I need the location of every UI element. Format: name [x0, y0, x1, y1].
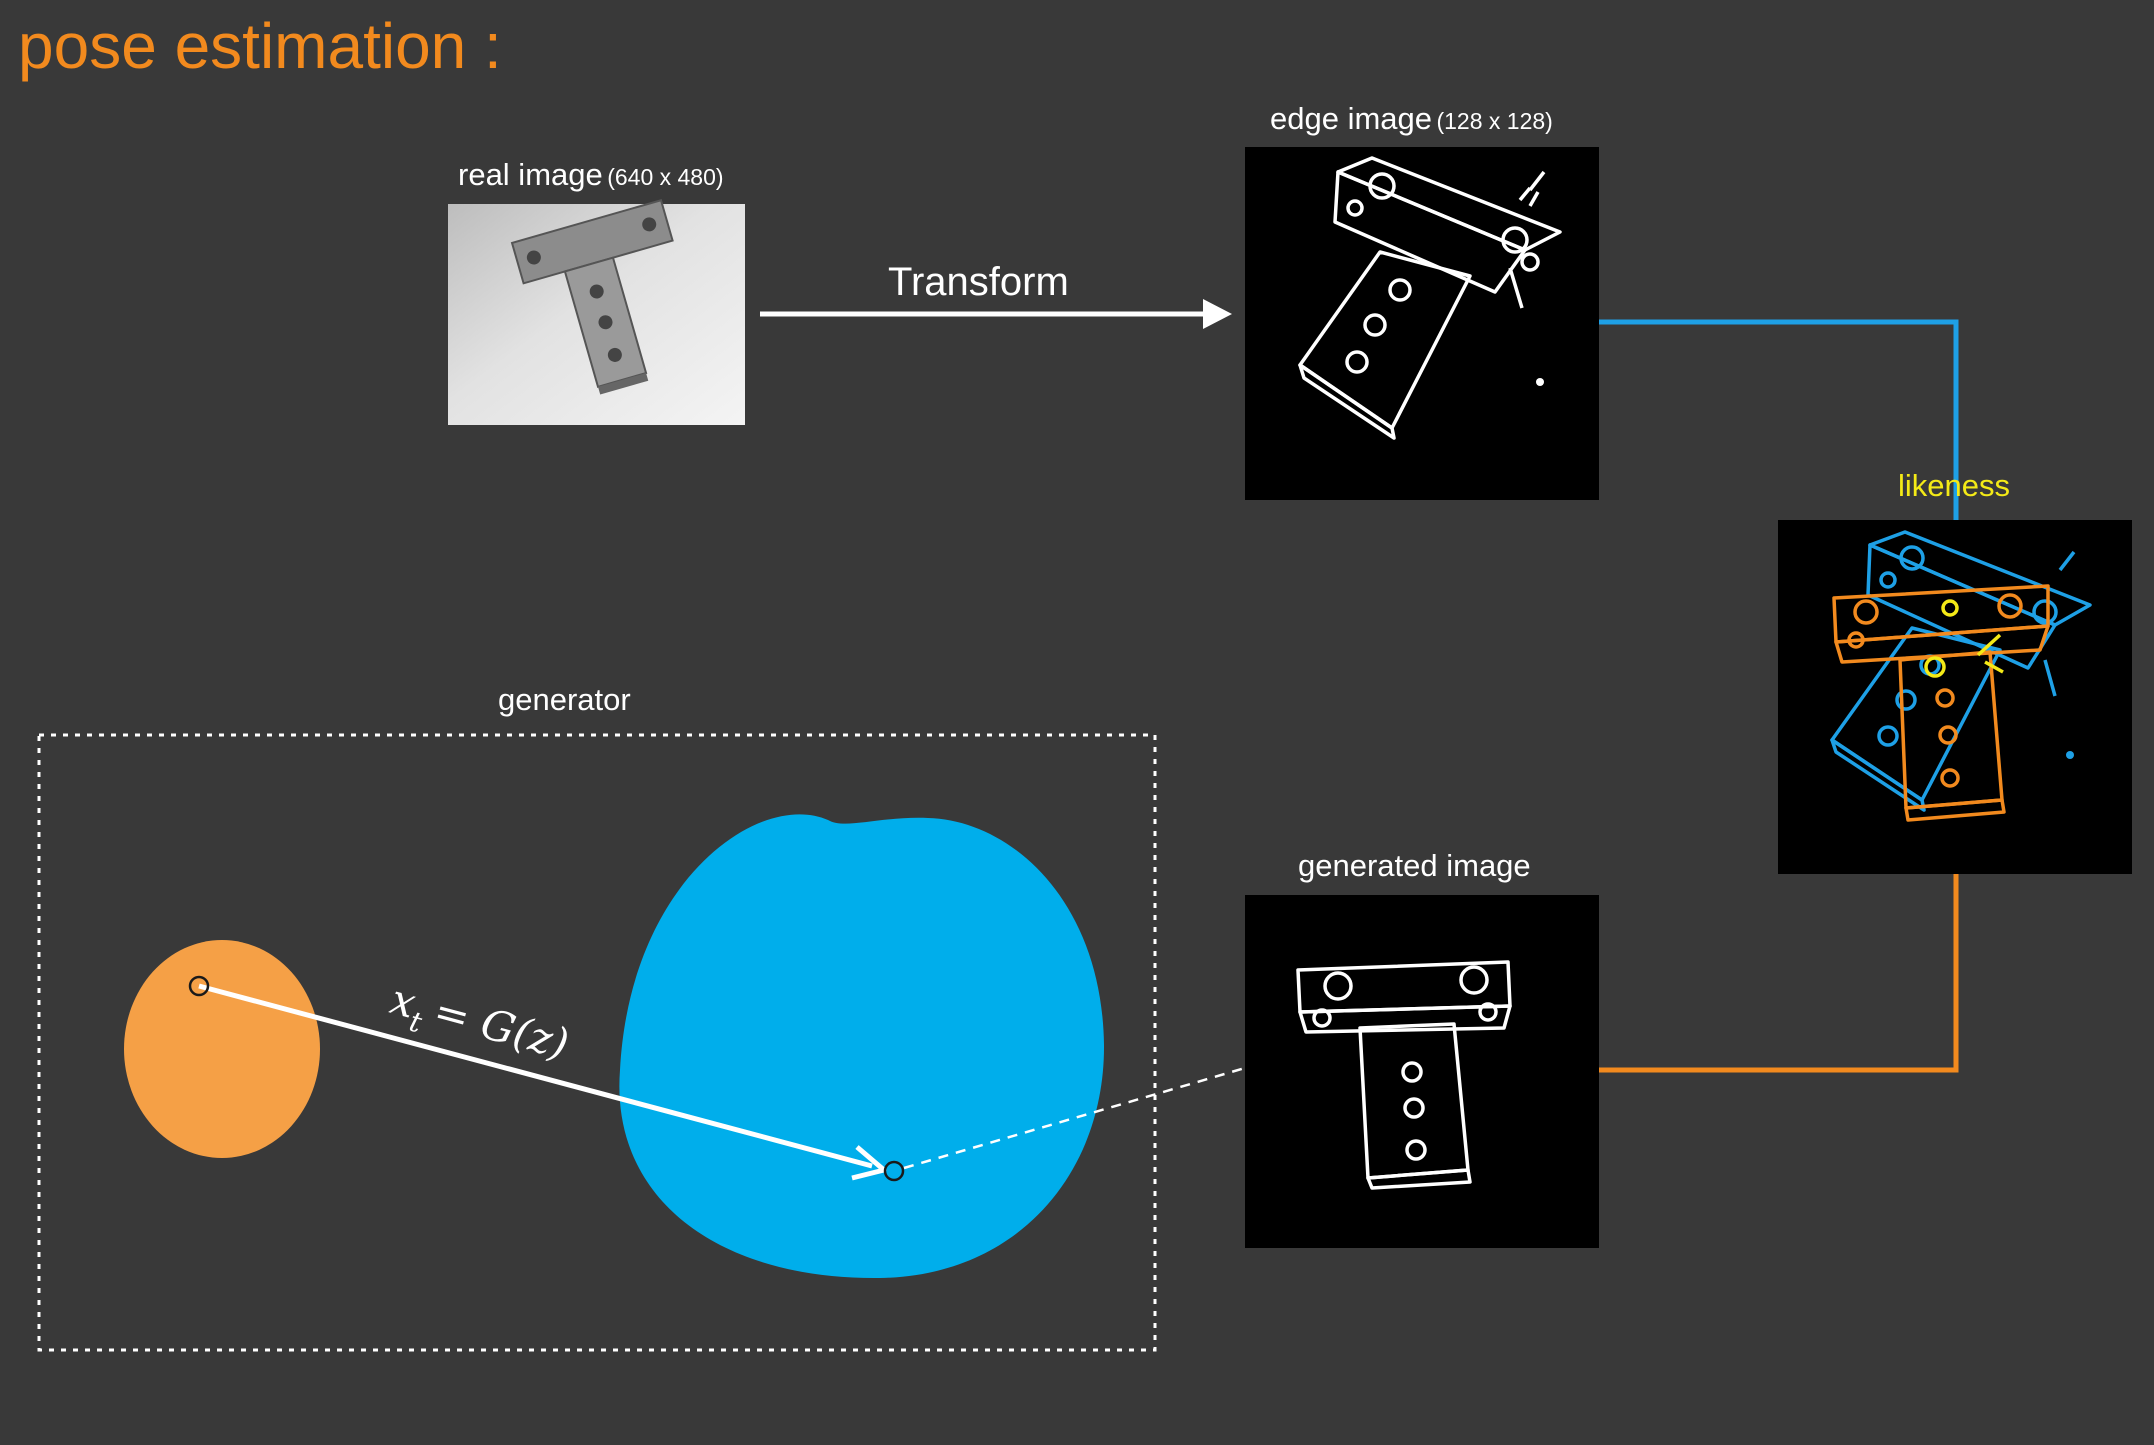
real-image-label-text: real image — [458, 157, 603, 192]
generator-label: generator — [498, 682, 631, 718]
edge-image-size: (128 x 128) — [1436, 108, 1553, 134]
real-image-label: real image (640 x 480) — [458, 157, 724, 193]
page-title: pose estimation : — [18, 10, 502, 82]
latent-point-z — [188, 975, 210, 997]
point-to-generated-link — [903, 1066, 1246, 1170]
edge-to-likeness-connector — [1599, 319, 1959, 520]
likeness-label: likeness — [1898, 468, 2010, 503]
real-image-size: (640 x 480) — [607, 164, 724, 190]
likeness-overlay-panel — [1778, 520, 2132, 874]
edge-image-label-text: edge image — [1270, 101, 1433, 136]
real-image-photo — [448, 198, 745, 425]
generated-point-xt — [883, 1160, 905, 1182]
latent-space-blob — [124, 940, 320, 1158]
edge-image-panel — [1245, 147, 1599, 500]
generated-to-likeness-connector — [1599, 874, 1959, 1073]
transform-label: Transform — [888, 260, 1069, 304]
generator-label-text: generator — [498, 682, 631, 717]
transform-arrow — [760, 299, 1232, 329]
generated-image-panel — [1245, 895, 1599, 1248]
image-space-blob — [619, 814, 1105, 1279]
edge-image-label: edge image (128 x 128) — [1270, 101, 1553, 137]
generated-image-label-text: generated image — [1298, 848, 1531, 883]
generated-image-label: generated image — [1298, 848, 1531, 884]
